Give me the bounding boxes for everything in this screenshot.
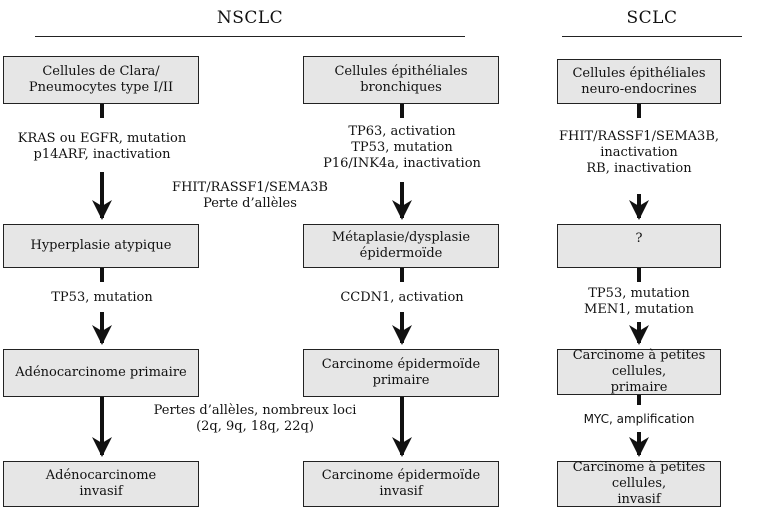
col3-label1-line3: RB, inactivation	[586, 161, 692, 176]
col1-label1-line2: p14ARF, inactivation	[33, 147, 171, 162]
middle-fhit-line2: Perte d’allèles	[203, 196, 297, 211]
col1-box1-line1: Cellules de Clara/	[42, 64, 160, 79]
col3-label-tp53-men1: TP53, mutation MEN1, mutation	[539, 286, 739, 318]
col1-box1-line2: Pneumocytes type I/II	[28, 80, 174, 95]
col2-label1-line1: TP63, activation	[348, 124, 456, 139]
col3-box3-line2: primaire	[610, 380, 668, 395]
col2-label1-line3: P16/INK4a, inactivation	[323, 156, 481, 171]
sclc-header: SCLC	[626, 8, 678, 28]
col3-box3-line1: Carcinome à petites cellules,	[572, 348, 706, 379]
col3-label2-line1: TP53, mutation	[588, 286, 690, 301]
col2-box3-line2: primaire	[372, 373, 430, 388]
nsclc-header: NSCLC	[216, 8, 284, 28]
col2-box-epitheliales: Cellules épithéliales bronchiques	[303, 56, 499, 104]
col3-box1-line1: Cellules épithéliales	[572, 65, 706, 81]
col1-box2-line1: Hyperplasie atypique	[30, 238, 172, 253]
col2-box3-line1: Carcinome épidermoïde	[321, 357, 481, 372]
col2-box-carcinome-invasif: Carcinome épidermoïde invasif	[303, 461, 499, 507]
col3-label-myc: MYC, amplification	[539, 411, 739, 427]
col1-box-adeno-primaire: Adénocarcinome primaire	[3, 349, 199, 397]
middle-fhit-line1: FHIT/RASSF1/SEMA3B	[172, 180, 328, 195]
col2-box2-line1: Métaplasie/dysplasie	[331, 230, 471, 245]
col3-box-petites-invasif: Carcinome à petites cellules, invasif	[557, 460, 721, 507]
col1-box3-line1: Adénocarcinome primaire	[15, 365, 187, 380]
middle-pertes-line2: (2q, 9q, 18q, 22q)	[196, 419, 314, 434]
nsclc-header-rule	[35, 36, 465, 37]
col2-label1-line2: TP53, mutation	[351, 140, 453, 155]
col2-box-metaplasie: Métaplasie/dysplasie épidermoïde	[303, 224, 499, 268]
col1-label-kras: KRAS ou EGFR, mutation p14ARF, inactivat…	[2, 131, 202, 163]
col2-label-ccdn1: CCDN1, activation	[302, 290, 502, 306]
col3-label1-line2: inactivation	[600, 145, 678, 160]
col3-label-fhit: FHIT/RASSF1/SEMA3B, inactivation RB, ina…	[539, 129, 739, 177]
col2-box1-line1: Cellules épithéliales	[334, 64, 468, 79]
col2-box2-line2: épidermoïde	[359, 246, 443, 261]
col2-label-tp63: TP63, activation TP53, mutation P16/INK4…	[302, 124, 502, 172]
col2-label2-line1: CCDN1, activation	[340, 290, 464, 305]
col2-box4-line1: Carcinome épidermoïde	[321, 468, 481, 483]
col3-label3-line1: MYC, amplification	[583, 412, 695, 426]
col1-box4-line1: Adénocarcinome	[45, 468, 157, 483]
col3-box4-line1: Carcinome à petites cellules,	[572, 460, 706, 491]
middle-pertes-line1: Pertes d’allèles, nombreux loci	[153, 403, 357, 418]
col1-box-hyperplasie: Hyperplasie atypique	[3, 224, 199, 268]
col1-box4-line2: invasif	[79, 484, 123, 499]
col1-label-tp53: TP53, mutation	[2, 290, 202, 306]
col3-label2-line2: MEN1, mutation	[584, 302, 694, 317]
col3-box-petites-primaire: Carcinome à petites cellules, primaire	[557, 348, 721, 395]
middle-label-fhit: FHIT/RASSF1/SEMA3B Perte d’allèles	[150, 180, 350, 212]
col1-label2-line1: TP53, mutation	[51, 290, 153, 305]
col1-box-clara: Cellules de Clara/ Pneumocytes type I/II	[3, 56, 199, 104]
col3-box-unknown: ?	[557, 224, 721, 268]
col1-box-adeno-invasif: Adénocarcinome invasif	[3, 461, 199, 507]
col2-box1-line2: bronchiques	[360, 80, 442, 95]
col3-box4-line2: invasif	[617, 492, 661, 507]
col3-box1-line2: neuro-endocrines	[581, 81, 697, 97]
col1-label1-line1: KRAS ou EGFR, mutation	[17, 131, 187, 146]
col3-label1-line1: FHIT/RASSF1/SEMA3B,	[558, 129, 720, 144]
col2-box4-line2: invasif	[379, 484, 423, 499]
middle-label-pertes: Pertes d’allèles, nombreux loci (2q, 9q,…	[145, 403, 365, 435]
col2-box-carcinome-primaire: Carcinome épidermoïde primaire	[303, 349, 499, 397]
col3-box2-line1: ?	[635, 231, 643, 246]
col3-box-neuroendocrines: Cellules épithéliales neuro-endocrines	[557, 59, 721, 104]
sclc-header-rule	[562, 36, 742, 37]
